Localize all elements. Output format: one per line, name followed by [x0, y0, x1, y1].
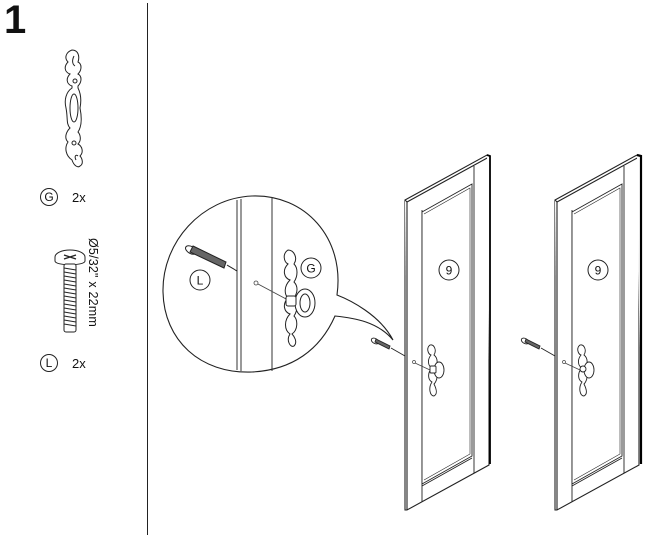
part-g-legend: G 2x [40, 188, 86, 206]
part-g-quantity: 2x [72, 189, 86, 205]
part-l-quantity: 2x [72, 355, 86, 371]
door-right-screw-hole [562, 360, 566, 364]
door-right-screw-icon [520, 337, 556, 357]
callout-label-l: L [189, 269, 211, 291]
detail-callout [162, 195, 394, 373]
column-divider [147, 3, 149, 535]
screw-part-icon [54, 249, 86, 333]
door-left-screw-hole [412, 360, 416, 364]
svg-text:G: G [306, 262, 315, 276]
screw-dimension: Ø5/32" x 22mm [86, 238, 100, 328]
handle-part-icon [64, 49, 83, 168]
door-left-handle-icon [427, 344, 445, 397]
door-panel-right [554, 153, 643, 511]
door-left-part-label: 9 [438, 259, 460, 281]
guide-line [257, 283, 289, 301]
callout-door-frame [236, 197, 273, 371]
svg-text:L: L [197, 274, 204, 288]
step-number: 1 [4, 0, 27, 42]
callout-screw-icon [185, 245, 238, 272]
part-l-legend: L 2x [40, 354, 86, 372]
part-l-id: L [40, 354, 58, 372]
callout-handle-icon [283, 249, 316, 347]
door-panel-left [404, 154, 491, 511]
part-g-id: G [40, 188, 58, 206]
svg-text:9: 9 [446, 264, 453, 278]
door-right-part-label: 9 [587, 259, 609, 281]
door-left-screw-icon [370, 337, 406, 357]
callout-label-g: G [300, 257, 322, 279]
door-right-handle-icon [577, 344, 595, 397]
screw-hole [253, 280, 259, 286]
svg-text:9: 9 [595, 264, 602, 278]
